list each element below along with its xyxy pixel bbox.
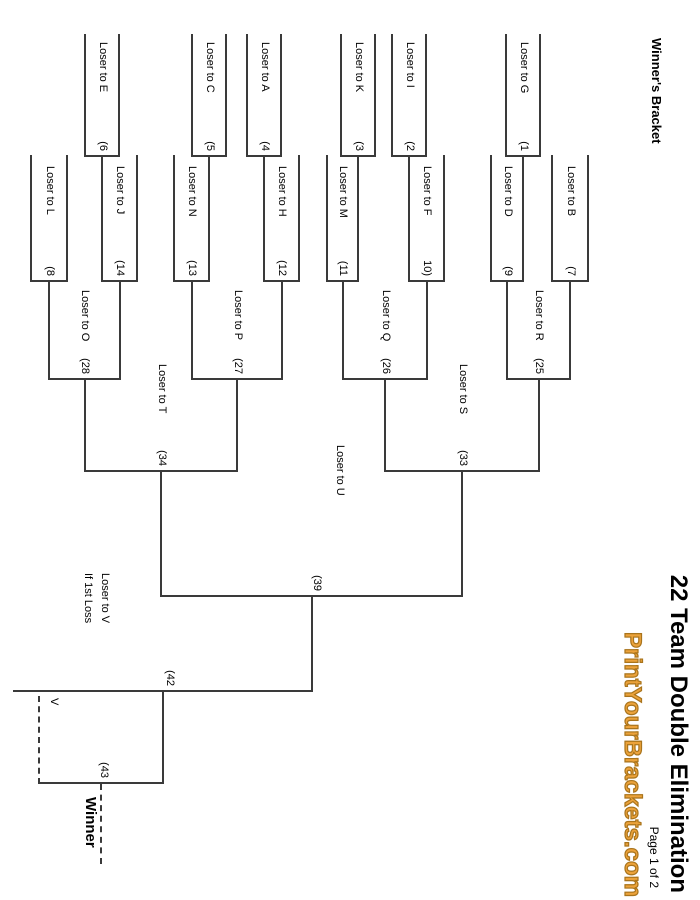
match-loser-label: Loser to S [457, 364, 469, 415]
match-loser-label: Loser to D [502, 166, 514, 217]
match-top-line [225, 34, 227, 157]
match-bottom-line [84, 34, 86, 157]
match-loser-label: Loser to N [186, 166, 198, 217]
match-number: (5 [204, 141, 216, 151]
match-bottom-line [38, 696, 40, 784]
match-loser-label: Loser to M [337, 166, 349, 218]
match-top-line [281, 280, 283, 380]
site-logo-text: PrintYourBrackets.com [618, 631, 646, 897]
match-bottom-line [408, 155, 410, 282]
annotation-loser-to-v: Loser to V [99, 573, 111, 624]
annotation-if-1st-loss: If 1st Loss [82, 573, 94, 624]
match-loser-label: Loser to T [156, 364, 168, 414]
match-number: (9 [502, 266, 514, 276]
match-top-line [311, 595, 313, 692]
match-bottom-line [160, 470, 162, 597]
match-loser-label: Loser to B [565, 166, 577, 217]
match-bottom-line [391, 34, 393, 157]
match-bottom-line [326, 155, 328, 282]
winner-line [100, 784, 102, 864]
match-number: (14 [114, 260, 126, 276]
match-number: (8 [44, 266, 56, 276]
match-loser-label: Loser to C [204, 42, 216, 93]
match-number: (12 [276, 260, 288, 276]
match-top-line [208, 155, 210, 282]
match-top-line [522, 155, 524, 282]
match-loser-label: Loser to H [276, 166, 288, 217]
match-number: (2 [404, 141, 416, 151]
match-bottom-line [101, 155, 103, 282]
match-top-line [425, 34, 427, 157]
match-bottom-line [48, 280, 50, 380]
annotation-winner: Winner [82, 797, 99, 848]
match-bottom-line [30, 155, 32, 282]
annotation-loser-to-u: Loser to U [334, 445, 346, 496]
match-number: (33 [457, 450, 469, 466]
match-top-line [426, 280, 428, 380]
match-bottom-line [506, 280, 508, 380]
match-number: (42 [164, 670, 176, 686]
match-loser-label: Loser to A [259, 42, 271, 92]
match-top-line [587, 155, 589, 282]
match-top-line [443, 155, 445, 282]
match-top-line [280, 34, 282, 157]
match-top-line [374, 34, 376, 157]
match-top-line [539, 34, 541, 157]
page-title: 22 Team Double Elimination [665, 574, 692, 893]
match-loser-label: Loser to K [353, 42, 365, 93]
match-bottom-line [505, 34, 507, 157]
match-top-line [119, 280, 121, 380]
winners-bracket-heading: Winner's Bracket [649, 38, 664, 144]
match-loser-label: Loser to I [404, 42, 416, 88]
match-number: (3 [353, 141, 365, 151]
match-bottom-line [191, 280, 193, 380]
match-bottom-line [246, 34, 248, 157]
match-bottom-line [263, 155, 265, 282]
match-top-line [461, 470, 463, 597]
match-loser-label: Loser to L [44, 166, 56, 215]
match-loser-label: Loser to O [79, 290, 91, 342]
match-number: (43 [98, 762, 110, 778]
match-number: (39 [311, 575, 323, 591]
match-top-line [162, 690, 164, 784]
match-bottom-line [84, 378, 86, 472]
match-loser-label: Loser to G [518, 42, 530, 94]
match-loser-label: Loser to R [533, 290, 545, 341]
match-top-line [118, 34, 120, 157]
match-loser-label: Loser to J [114, 166, 126, 215]
match-bottom-line [551, 155, 553, 282]
match-number: (11 [337, 260, 349, 276]
match-top-line [538, 378, 540, 472]
match-bottom-line [490, 155, 492, 282]
match-number: (1 [518, 141, 530, 151]
match-top-line [136, 155, 138, 282]
match-number: (4 [259, 141, 271, 151]
match-bottom-line [340, 34, 342, 157]
match-top-line [66, 155, 68, 282]
match-bottom-line [191, 34, 193, 157]
match-bottom-line [173, 155, 175, 282]
match-loser-label: Loser to Q [380, 290, 392, 342]
match-number: 10) [421, 260, 433, 276]
annotation-v: V [48, 698, 60, 706]
match-loser-label: Loser to F [421, 166, 433, 216]
match-loser-label: Loser to P [232, 290, 244, 341]
match-top-line [569, 280, 571, 380]
match-number: (34 [156, 450, 168, 466]
page-number-label: Page 1 of 2 [647, 826, 661, 888]
match-top-line [236, 378, 238, 472]
match-number: (7 [565, 266, 577, 276]
match-top-line [298, 155, 300, 282]
match-number: (6 [97, 141, 109, 151]
match-top-line [357, 155, 359, 282]
match-bottom-line [384, 378, 386, 472]
match-number: (13 [186, 260, 198, 276]
match-bottom-line [342, 280, 344, 380]
match-loser-label: Loser to E [97, 42, 109, 93]
